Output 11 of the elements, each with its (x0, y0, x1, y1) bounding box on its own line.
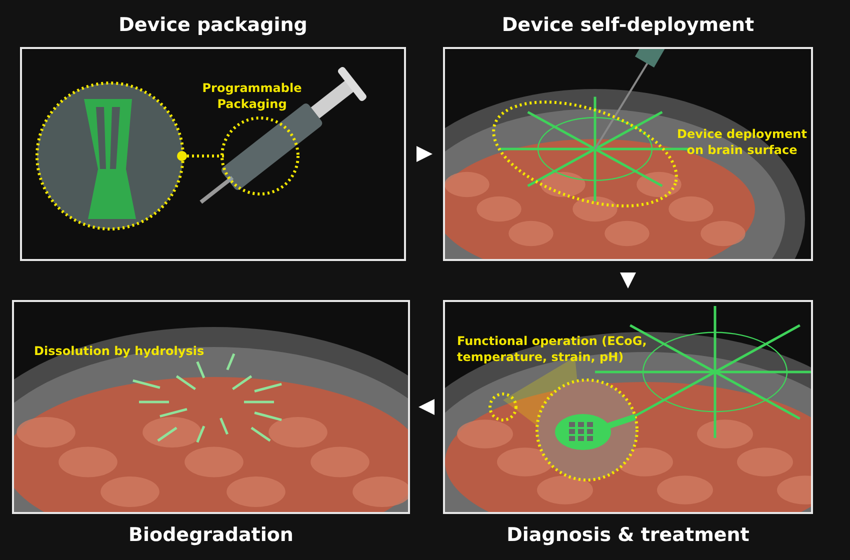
arrow (418, 399, 435, 415)
callout-text: Functional operation (ECoG, temperature, strain, pH) (457, 334, 648, 366)
panel-title: Diagnosis & treatment (506, 524, 750, 546)
arrow (416, 146, 433, 162)
panel-title: Device packaging (118, 14, 308, 36)
panel-title: Biodegradation (128, 524, 294, 546)
callout-text: Device deployment on brain surface (676, 127, 808, 158)
callout-text: Programmable Packaging (201, 81, 303, 112)
callout-text: Dissolution by hydrolysis (34, 344, 206, 360)
arrow (620, 272, 636, 289)
panel-title: Device self-deployment (500, 14, 756, 36)
